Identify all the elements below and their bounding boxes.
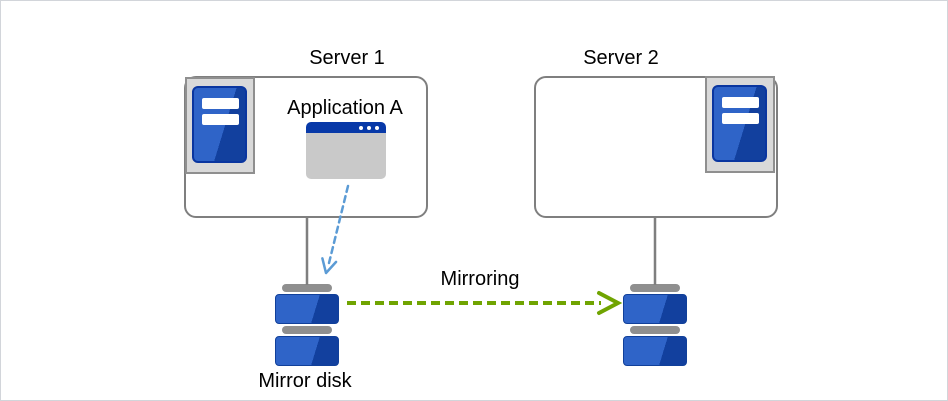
disk-cap: [282, 326, 332, 334]
tower-slot-bar: [202, 98, 239, 109]
disk-cap: [630, 284, 680, 292]
server-tower-icon: [712, 85, 767, 162]
server1-label: Server 1: [309, 47, 385, 69]
tower-slot-bar: [722, 97, 759, 108]
disk-cap: [630, 326, 680, 334]
disk-platter: [275, 294, 339, 324]
mirror-disk-right-icon: [623, 284, 687, 366]
mirroring-label: Mirroring: [440, 268, 520, 290]
server2-label: Server 2: [583, 47, 659, 69]
mirror-disk-label: Mirror disk: [258, 370, 352, 392]
server2-computer-icon: [705, 76, 775, 173]
mirror-disk-left-icon: [275, 284, 339, 366]
disk-platter: [623, 336, 687, 366]
window-body: [306, 133, 386, 179]
disk-platter: [623, 294, 687, 324]
tower-slot-bar: [722, 113, 759, 124]
app-write-arrow-head: [321, 257, 338, 275]
tower-slot-bar: [202, 114, 239, 125]
mirroring-arrow-head: [597, 291, 623, 315]
window-dot-icon: [367, 125, 371, 130]
app-window-icon: [306, 122, 386, 179]
server1-computer-icon: [185, 77, 255, 174]
window-dot-icon: [375, 125, 379, 130]
window-dot-icon: [359, 125, 363, 130]
disk-platter: [275, 336, 339, 366]
window-titlebar: [306, 122, 386, 133]
server-tower-icon: [192, 86, 247, 163]
disk-cap: [282, 284, 332, 292]
application-label: Application A: [287, 97, 403, 119]
